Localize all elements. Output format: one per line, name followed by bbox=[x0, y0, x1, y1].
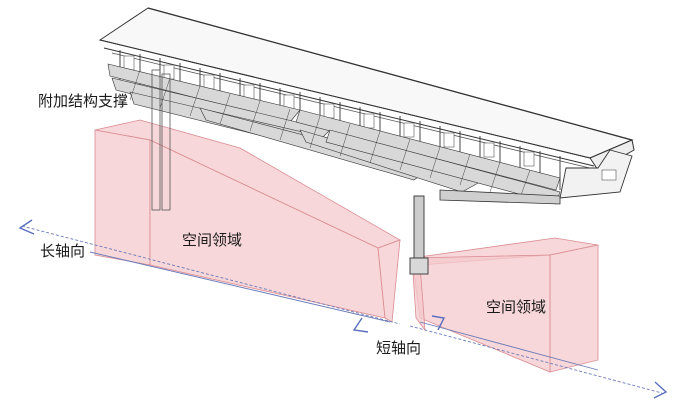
space-zone-right-label: 空间领域 bbox=[486, 298, 547, 316]
short-axis-arrow-right-icon bbox=[431, 315, 446, 331]
additional-support-label: 附加结构支撑 bbox=[38, 92, 129, 110]
short-axis-arrow-left-icon bbox=[352, 317, 369, 333]
long-axis-arrow-left-icon bbox=[18, 219, 35, 235]
space-zone-left bbox=[94, 119, 401, 323]
bridge-structure bbox=[98, 7, 635, 275]
space-zone-left-label: 空间领域 bbox=[182, 231, 243, 249]
central-pier bbox=[409, 195, 429, 275]
space-zone-right bbox=[411, 237, 599, 373]
additional-support-posts bbox=[151, 69, 171, 211]
long-axis-arrow-right-icon bbox=[653, 381, 668, 399]
arrow-icons bbox=[18, 219, 668, 399]
long-axis-label: 长轴向 bbox=[40, 242, 86, 260]
short-axis-label: 短轴向 bbox=[376, 339, 422, 357]
axis-lines bbox=[21, 225, 663, 394]
